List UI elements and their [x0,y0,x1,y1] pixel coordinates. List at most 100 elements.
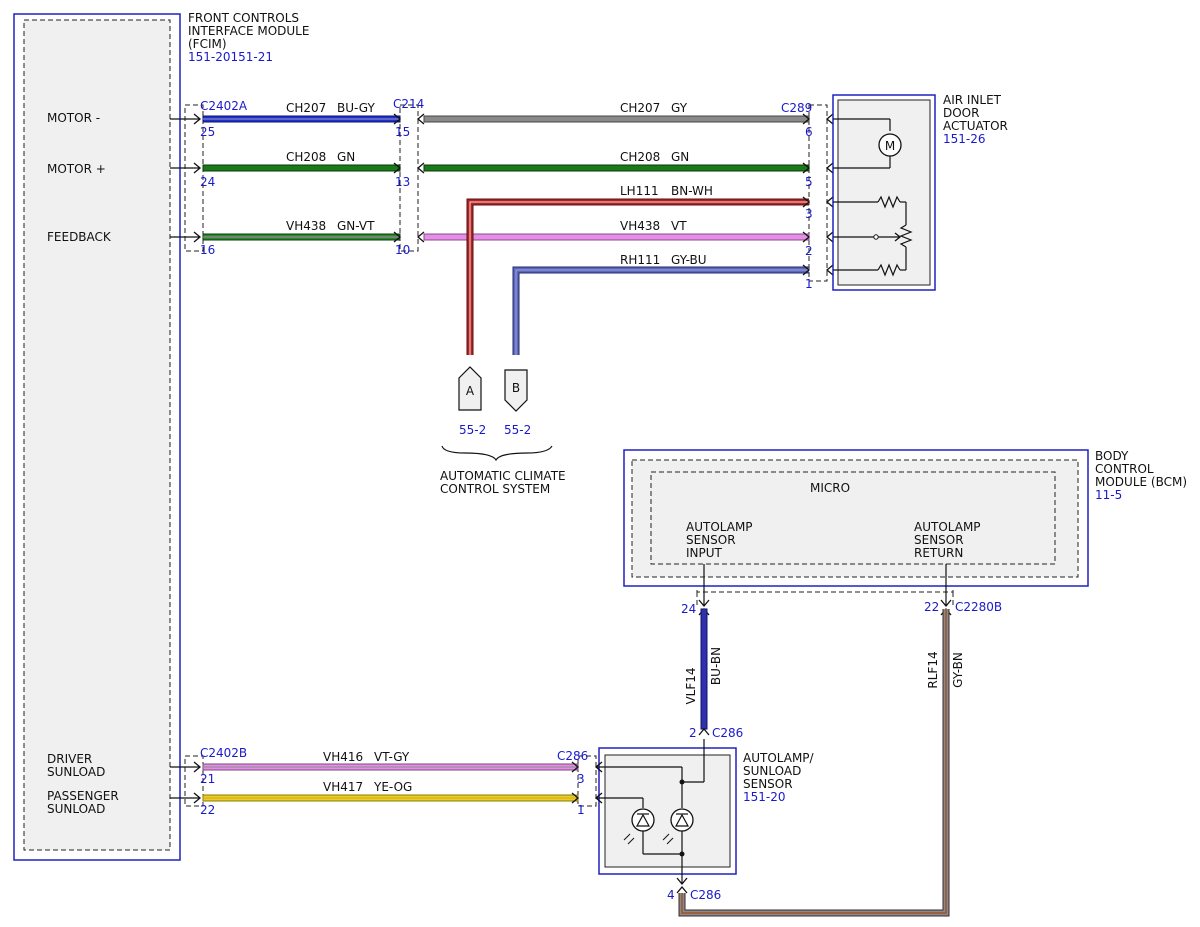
fcim-ref-link[interactable]: 151-20151-21 [188,50,273,64]
system-label-2: CONTROL SYSTEM [440,482,550,496]
fcim-inner [23,19,171,851]
actuator-ref-link[interactable]: 151-26 [943,132,986,146]
connector-c2402a: C2402A [200,99,248,113]
wire-ch208-gn-left[interactable] [202,164,401,172]
pin-c214-15: 15 [395,125,410,139]
connector-c286-left: C286 [557,749,588,763]
bcm-micro: MICRO [810,481,850,495]
label-vh438-left: VH438 [286,219,326,233]
connector-c214: C214 [393,97,424,111]
system-label-1: AUTOMATIC CLIMATE [440,469,566,483]
pin-motor-plus: MOTOR + [47,162,106,176]
bcm-title-2: CONTROL [1095,462,1154,476]
ref-a-page-link[interactable]: 55-2 [459,423,486,437]
pin-c289-1: 1 [805,277,813,291]
c2402a-connector-box [184,104,204,252]
c286-connector-box [577,755,597,807]
label-bu-gy: BU-GY [337,101,375,115]
fcim-title-3: (FCIM) [188,37,227,51]
actuator-title-1: AIR INLET [943,93,1002,107]
connector-c286-top: C286 [712,726,743,740]
label-bu-bn: BU-BN [709,647,723,685]
photodiode-left [631,808,655,832]
ref-tag-b-label: B [512,381,520,395]
pin-passenger-sunload-1: PASSENGER [47,789,119,803]
pin-c214-13: 13 [395,175,410,189]
bcm-input-3: INPUT [686,546,723,560]
resistor-bottom [877,263,901,277]
bcm-return-3: RETURN [914,546,963,560]
label-vh417: VH417 [323,780,363,794]
pin-b22: 22 [200,803,215,817]
label-rlf14: RLF14 [926,651,940,688]
wire-ch208-gn-right[interactable] [423,164,810,172]
arrow-a16 [193,231,202,243]
label-gy: GY [671,101,688,115]
air-inlet-door-actuator: M AIR INLET DOOR ACTUATOR 151-26 [832,93,1008,291]
c2402b-connector-box [184,755,204,807]
pin-c286-2: 2 [689,726,697,740]
label-vt: VT [671,219,687,233]
autolamp-sunload-sensor: AUTOLAMP/ SUNLOAD SENSOR 151-20 [596,739,815,894]
ref-tag-a[interactable] [458,366,482,411]
pin-passenger-sunload-2: SUNLOAD [47,802,105,816]
pin-bcm-22: 22 [924,600,939,614]
bcm-input-1: AUTOLAMP [686,520,753,534]
motor-letter: M [885,139,895,153]
bcm-return-1: AUTOLAMP [914,520,981,534]
pin-c286-3: 3 [577,772,585,786]
pin-c286-4: 4 [667,888,675,902]
label-vh438-right: VH438 [620,219,660,233]
fcim-title-1: FRONT CONTROLS [188,11,299,25]
pin-c286-1: 1 [577,803,585,817]
acc-references: A B 55-2 55-2 AUTOMATIC CLIMATE CONTROL … [440,366,566,496]
fcim-module: FRONT CONTROLS INTERFACE MODULE (FCIM) 1… [13,11,309,861]
bcm-ref-link[interactable]: 11-5 [1095,488,1122,502]
c289-connector-box [808,104,828,282]
pin-a25: 25 [200,125,215,139]
sensor-ref-link[interactable]: 151-20 [743,790,786,804]
label-ch208-right: CH208 [620,150,660,164]
pin-c289-3: 3 [805,207,813,221]
pin-feedback: FEEDBACK [47,230,112,244]
wire-ch207-gy[interactable] [423,115,810,123]
label-gn-right: GN [671,150,689,164]
label-vlf14: VLF14 [684,667,698,704]
label-rh111: RH111 [620,253,660,267]
potentiometer [899,224,913,248]
label-ch207-right: CH207 [620,101,660,115]
label-vh416: VH416 [323,750,363,764]
label-vt-gy: VT-GY [374,750,410,764]
label-lh111: LH111 [620,184,659,198]
sensor-title-3: SENSOR [743,777,793,791]
pin-c289-6: 6 [805,125,813,139]
pin-b21: 21 [200,772,215,786]
label-gy-bu: GY-BU [671,253,707,267]
arrow-a25 [193,113,202,125]
pin-driver-sunload-1: DRIVER [47,752,92,766]
label-ch207-left: CH207 [286,101,326,115]
bcm-title-1: BODY [1095,449,1129,463]
fcim-title-2: INTERFACE MODULE [188,24,309,38]
bcm-title-3: MODULE (BCM) [1095,475,1187,489]
wire-rh111-gy-bu[interactable] [512,266,809,355]
label-gy-bn: GY-BN [951,652,965,688]
pin-c289-5: 5 [805,175,813,189]
label-gn-left: GN [337,150,355,164]
pin-a16: 16 [200,243,215,257]
fcim-outline [13,13,181,861]
ref-tag-b[interactable] [504,369,528,412]
ref-tag-a-label: A [466,384,475,398]
pin-a24: 24 [200,175,215,189]
wire-vh438-vt[interactable] [423,233,810,241]
connector-c2280b: C2280B [955,600,1002,614]
group-brace [441,445,553,462]
bcm-return-2: SENSOR [914,533,964,547]
ref-b-page-link[interactable]: 55-2 [504,423,531,437]
connector-c2402b: C2402B [200,746,247,760]
actuator-title-2: DOOR [943,106,979,120]
lower-wires: C2402B 21 22 VH416 VT-GY VH417 YE-OG C28… [170,746,603,817]
actuator-title-3: ACTUATOR [943,119,1008,133]
sensor-title-1: AUTOLAMP/ [743,751,815,765]
